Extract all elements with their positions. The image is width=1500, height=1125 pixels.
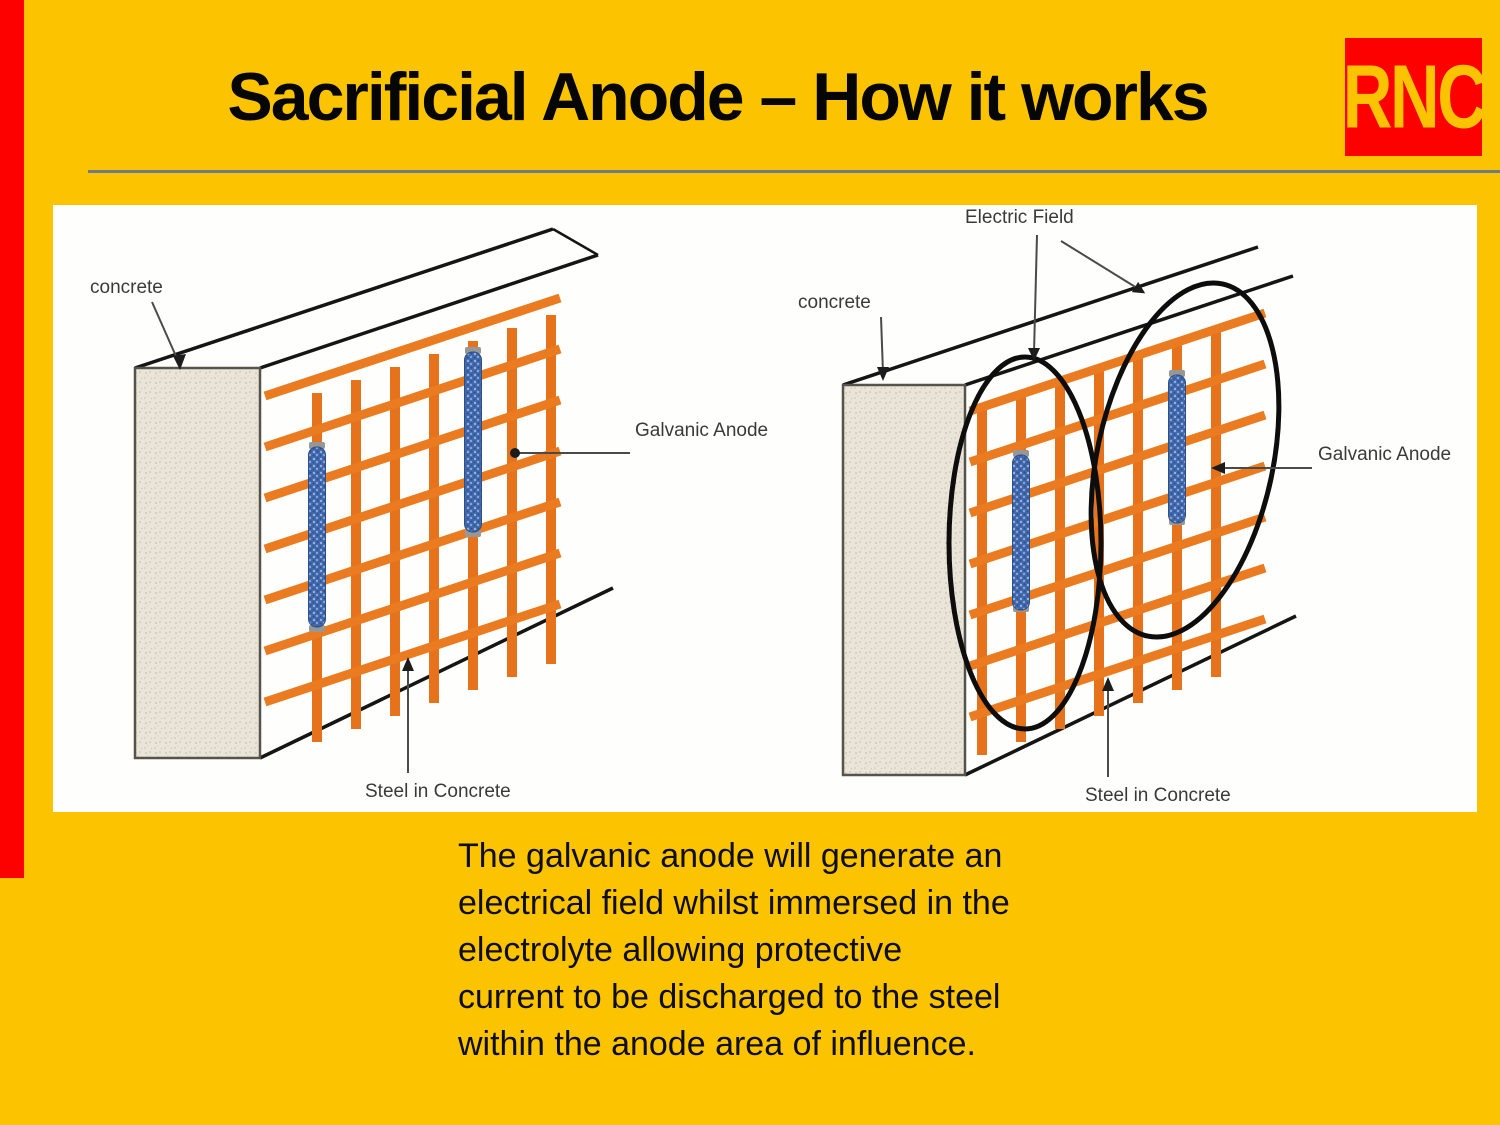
body-text-line: The galvanic anode will generate an — [458, 837, 1003, 875]
rebar-horizontal — [263, 344, 562, 452]
right-diagram: Electric Field concrete Galvanic Anode S… — [798, 207, 1451, 806]
galvanic-anode-arrowhead — [1211, 462, 1225, 474]
body-text: The galvanic anode will generate an elec… — [458, 833, 1118, 1068]
slab-top-front-edge — [842, 245, 1259, 387]
diagram-panel: concrete Galvanic Anode Steel in Concret… — [53, 205, 1477, 812]
body-text-line: electrolyte allowing protective — [458, 931, 903, 969]
rebar-grid-vertical — [312, 315, 556, 742]
slab-bottom-edge — [964, 614, 1297, 777]
red-accent-strip — [0, 0, 24, 878]
galvanic-anode-label: Galvanic Anode — [1318, 444, 1451, 465]
steel-in-concrete-label: Steel in Concrete — [365, 781, 511, 802]
concrete-label: concrete — [798, 292, 871, 313]
anode-diagram-svg: concrete Galvanic Anode Steel in Concret… — [90, 207, 1451, 806]
steel-in-concrete-label: Steel in Concrete — [1085, 785, 1231, 806]
body-text-line: within the anode area of influence. — [458, 1025, 976, 1063]
galvanic-anode-right-1 — [1012, 450, 1030, 612]
rebar-horizontal — [263, 548, 562, 656]
slab-top-front-edge — [134, 227, 554, 370]
slab-top-back-edge — [964, 274, 1294, 387]
electric-field-arrowhead-1 — [1028, 348, 1040, 361]
body-text-line: electrical field whilst immersed in the — [458, 884, 1010, 922]
anode-body — [1012, 454, 1030, 611]
galvanic-anode-label: Galvanic Anode — [635, 420, 768, 441]
electric-field-arrow-1 — [1033, 234, 1038, 354]
electric-field-arrowhead-2 — [1131, 281, 1146, 294]
rebar-horizontal — [263, 293, 562, 401]
body-text-line: current to be discharged to the steel — [458, 978, 1001, 1016]
galvanic-anode-left-1 — [308, 442, 326, 632]
electric-field-ellipse-1 — [946, 354, 1104, 732]
rnc-logo-text: RNC — [1345, 46, 1482, 148]
electric-field-ellipse-2 — [1088, 280, 1282, 640]
steel-arrowhead — [402, 657, 414, 671]
rebar-horizontal — [968, 614, 1267, 722]
electric-field-arrow-2 — [1060, 240, 1138, 289]
concrete-block — [841, 383, 967, 777]
galvanic-anode-arrow-dot — [510, 448, 520, 458]
slab-far-edge — [552, 227, 599, 257]
concrete-label: concrete — [90, 277, 163, 298]
concrete-block — [133, 366, 262, 760]
anode-body — [1168, 374, 1186, 524]
galvanic-anode-left-2 — [464, 347, 482, 537]
anode-body — [464, 351, 482, 533]
rebar-horizontal — [968, 359, 1267, 467]
concrete-arrowhead — [173, 354, 186, 370]
rnc-logo: RNC — [1345, 38, 1482, 156]
rebar-horizontal — [263, 599, 562, 707]
anode-body — [308, 446, 326, 628]
concrete-arrow — [151, 301, 180, 364]
concrete-arrowhead — [877, 367, 889, 381]
left-diagram: concrete Galvanic Anode Steel in Concret… — [90, 227, 768, 802]
title-divider-line — [88, 170, 1500, 173]
slide-title: Sacrificial Anode – How it works — [227, 59, 1209, 135]
galvanic-anode-right-2 — [1168, 370, 1186, 525]
rebar-horizontal — [968, 308, 1267, 416]
concrete-arrow — [880, 316, 884, 374]
steel-arrowhead — [1102, 677, 1114, 691]
electric-field-label: Electric Field — [965, 207, 1074, 228]
slab-top-back-edge — [259, 253, 599, 370]
